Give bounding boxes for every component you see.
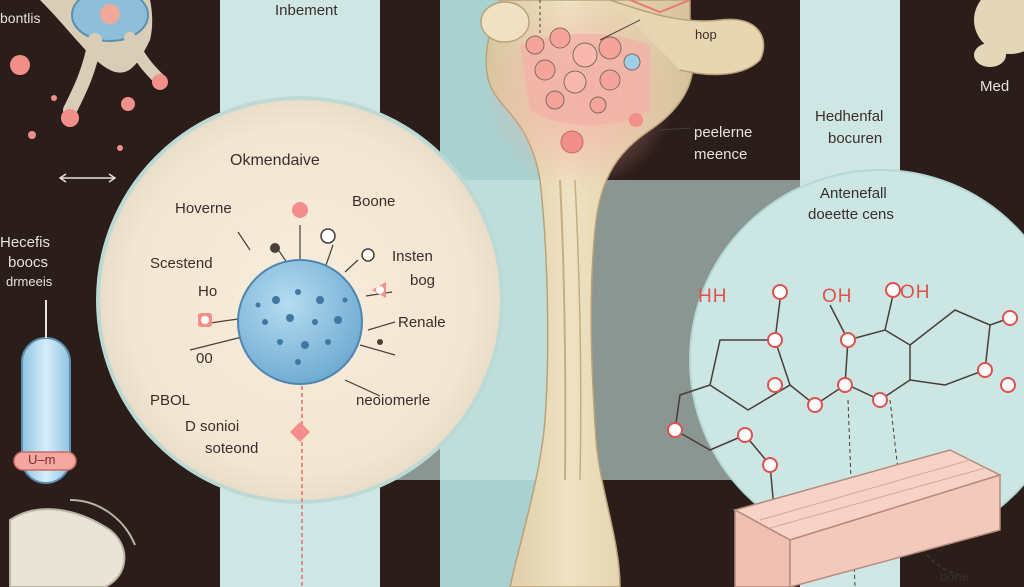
label-top-right-near: hop <box>695 27 717 42</box>
label-right-upper-1: Hedhenfal <box>815 108 884 125</box>
label-top-left: bontlis <box>0 10 41 26</box>
label-chem-oh-1: OH <box>822 286 853 307</box>
label-top-right-edge: Med <box>980 78 1010 95</box>
label-left-column-1: Hecefis <box>0 234 51 251</box>
label-right-lower-1: Antenefall <box>820 185 887 202</box>
label-right-lower-2: doeette cens <box>808 206 894 223</box>
bone-tissue-block <box>733 449 1003 587</box>
joint-inflammation <box>485 0 691 190</box>
label-chem-oh-2: OH <box>900 282 931 303</box>
capsule <box>9 300 136 587</box>
label-bottom-2: soteond <box>205 440 259 457</box>
label-right-renale: Renale <box>398 314 446 331</box>
label-top-center: Inbement <box>275 2 338 19</box>
label-left-pbol: PBOL <box>150 392 191 409</box>
label-right-mid-b: bog <box>410 272 436 289</box>
chem-atoms <box>667 282 1018 536</box>
label-left-00: 00 <box>196 350 213 367</box>
cell-sphere <box>237 259 363 385</box>
label-bottom-right: bone <box>940 569 969 584</box>
label-capsule: U–m <box>28 452 56 467</box>
label-joint-1: peelerne <box>694 124 753 141</box>
label-left-mid: Scestend <box>150 255 213 272</box>
label-right-upper: Boone <box>352 193 396 210</box>
label-joint-2: meence <box>694 146 748 163</box>
label-right-upper-2: bocuren <box>828 130 883 147</box>
label-circle-title: Okmendaive <box>230 152 320 169</box>
label-left-upper: Hoverne <box>175 200 232 217</box>
top-left-molecule <box>10 0 168 151</box>
label-left-column-2: boocs <box>8 254 49 271</box>
double-arrow <box>58 173 117 183</box>
top-right-bone <box>974 0 1024 67</box>
label-bottom-1: D sonioi <box>185 418 240 435</box>
label-left-column-3: drmeeis <box>6 274 53 289</box>
cell-markers <box>198 202 386 442</box>
label-left-ho: Ho <box>198 283 218 300</box>
label-right-mid-a: Insten <box>392 248 433 265</box>
label-chem-hh: HH <box>698 286 728 307</box>
label-right-neoiomerle: neoiomerle <box>356 392 431 409</box>
